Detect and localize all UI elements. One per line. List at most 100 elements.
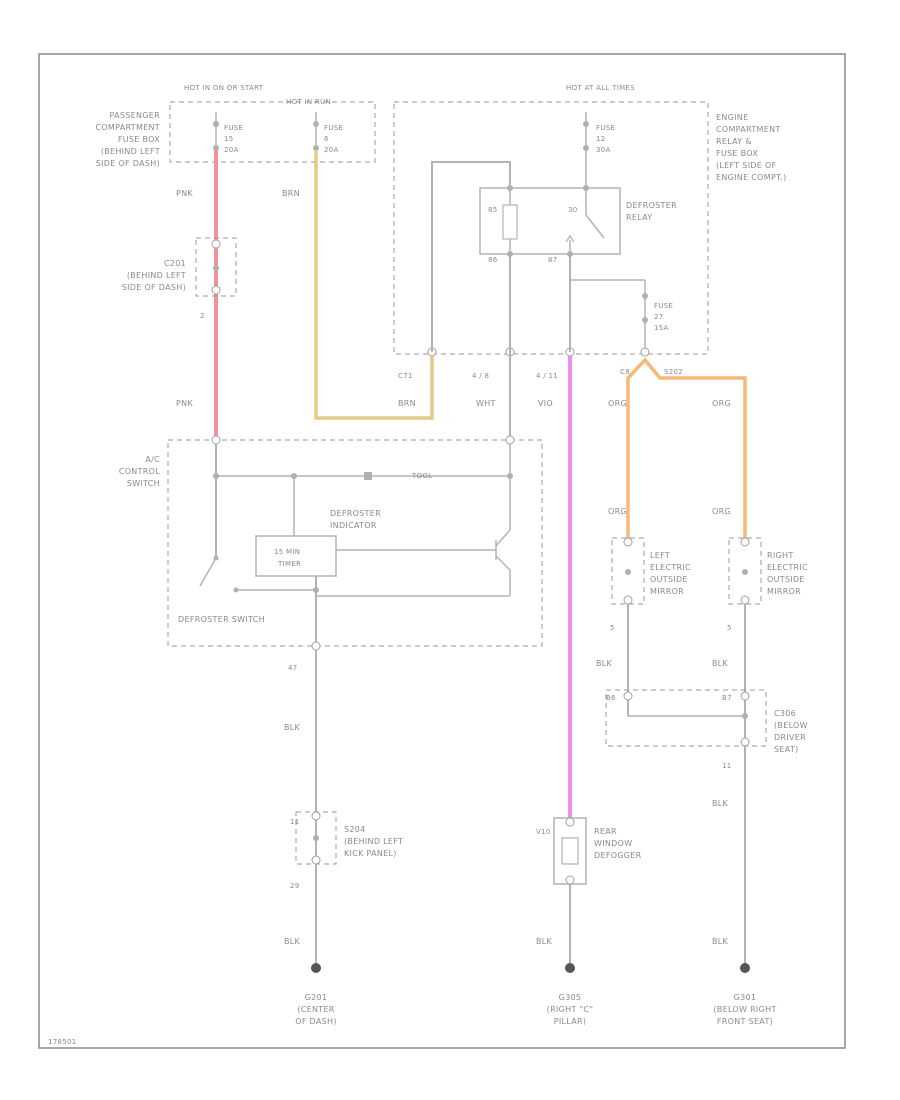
engine-fuse-box: HOT AT ALL TIMES ENGINE COMPARTMENT RELA…: [393, 84, 787, 357]
wire-label-blk-3: BLK: [536, 937, 553, 946]
passenger-fuse-box: HOT IN ON OR START HOT IN RUN PASSENGER …: [95, 84, 376, 168]
wire-label-blk-6: BLK: [712, 799, 729, 808]
footer-code: 178501: [48, 1038, 77, 1046]
wire-label-blk-1: BLK: [284, 723, 301, 732]
wire-label-org-2: ORG: [712, 399, 731, 408]
ground-g305-icon: [565, 963, 575, 973]
wire-label-blk-2: BLK: [284, 937, 301, 946]
defroster-relay-label-1: DEFROSTER: [626, 201, 677, 210]
ac-control-switch: A/C CONTROL SWITCH TOOL 15 MIN TIMER DEF…: [119, 435, 543, 651]
engine-box-line-3: RELAY &: [716, 137, 752, 146]
mirror-left-line-4: MIRROR: [650, 587, 684, 596]
c306-line-1: C306: [774, 709, 796, 718]
splice-c8: C8: [620, 368, 630, 376]
relay-pin-87: 87: [548, 256, 558, 264]
fuse-c-label-2: 12: [596, 135, 606, 143]
ground-g305-line-1: G305: [559, 993, 582, 1002]
defroster-switch-label: DEFROSTER SWITCH: [178, 615, 265, 624]
connector-s204: 11 S204 (BEHIND LEFT KICK PANEL) 29: [290, 811, 403, 890]
defroster-relay-box: [479, 187, 621, 255]
wire-label-wht: WHT: [476, 399, 496, 408]
mirror-right-line-2: ELECTRIC: [767, 563, 808, 572]
wire-label-pnk-top: PNK: [176, 189, 193, 198]
hot-run-label: HOT IN RUN: [286, 98, 331, 106]
mirror-right-line-3: OUTSIDE: [767, 575, 805, 584]
fuse-d-label-2: 27: [654, 313, 664, 321]
ground-g301-icon: [740, 963, 750, 973]
fuse-c-label-3: 30A: [596, 146, 611, 154]
mirror-right-line-4: MIRROR: [767, 587, 801, 596]
defroster-relay-label-2: RELAY: [626, 213, 653, 222]
wire-label-blk-5: BLK: [712, 659, 729, 668]
hot-run-crank-label: HOT IN ON OR START: [184, 84, 264, 92]
engine-box-line-1: ENGINE: [716, 113, 748, 122]
engine-box-line-2: COMPARTMENT: [716, 125, 781, 134]
wire-label-vio: VIO: [538, 399, 553, 408]
fuse-b-label-3: 20A: [324, 146, 339, 154]
ground-g301-line-3: FRONT SEAT): [717, 1017, 773, 1026]
ground-g301-line-2: (BELOW RIGHT: [713, 1005, 776, 1014]
rear-window-defogger: V10 REAR WINDOW DEFOGGER: [536, 817, 642, 885]
ground-g301-line-1: G301: [734, 993, 757, 1002]
wire-label-brn-top: BRN: [282, 189, 300, 198]
timer-line-1: 15 MIN: [274, 548, 300, 556]
wire-label-org-4: ORG: [712, 507, 731, 516]
c201-line-2: (BEHIND LEFT: [127, 271, 186, 280]
relay-pin-85: 85: [488, 206, 498, 214]
wire-label-org-3: ORG: [608, 507, 627, 516]
mirror-left-pin: 5: [610, 624, 615, 632]
wire-label-brn-bottom: BRN: [398, 399, 416, 408]
s204-pin-11: 11: [290, 818, 300, 826]
tool-label: TOOL: [411, 472, 432, 480]
passenger-box-line-4: (BEHIND LEFT: [101, 147, 160, 156]
c306-pin-11: 11: [722, 762, 732, 770]
ground-g305-line-3: PILLAR): [554, 1017, 587, 1026]
mirror-left-line-1: LEFT: [650, 551, 670, 560]
ground-g201-line-2: (CENTER: [297, 1005, 334, 1014]
left-electric-outside-mirror: LEFT ELECTRIC OUTSIDE MIRROR 5: [610, 537, 691, 632]
mirror-left-line-3: OUTSIDE: [650, 575, 688, 584]
pin-4-8: 4 / 8: [472, 372, 489, 380]
connector-c306: B6 B7 11 C306 (BELOW DRIVER SEAT): [605, 689, 808, 770]
engine-box-line-5: (LEFT SIDE OF: [716, 161, 777, 170]
timer-box: [255, 535, 337, 577]
ground-g305-line-2: (RIGHT "C": [547, 1005, 594, 1014]
passenger-box-line-1: PASSENGER: [110, 111, 161, 120]
relay-coil-feed-wire: [431, 161, 511, 352]
engine-box-line-6: ENGINE COMPT.): [716, 173, 787, 182]
fuse-b-label-1: FUSE: [324, 124, 343, 132]
c201-pin: 2: [200, 312, 205, 320]
defroster-indicator-line-2: INDICATOR: [330, 521, 377, 530]
fuse-a-label-2: 15: [224, 135, 234, 143]
brn-wire: [314, 150, 434, 420]
rear-defrost-line-2: WINDOW: [594, 839, 632, 848]
ground-g201-line-1: G201: [305, 993, 328, 1002]
fuse-c-label-1: FUSE: [596, 124, 615, 132]
fuse-d-label-3: 15A: [654, 324, 669, 332]
wire-label-blk-7: BLK: [712, 937, 729, 946]
c306-line-2: (BELOW: [774, 721, 808, 730]
s204-line-2: (BEHIND LEFT: [344, 837, 403, 846]
c201-line-3: SIDE OF DASH): [122, 283, 186, 292]
ac-control-line-1: A/C: [145, 455, 160, 464]
wire-label-blk-4: BLK: [596, 659, 613, 668]
passenger-box-line-2: COMPARTMENT: [95, 123, 160, 132]
ground-g201-line-3: OF DASH): [295, 1017, 337, 1026]
fuse-b-label-2: 6: [324, 135, 329, 143]
engine-box-line-4: FUSE BOX: [716, 149, 758, 158]
mirror-left-line-2: ELECTRIC: [650, 563, 691, 572]
ac-control-line-3: SWITCH: [127, 479, 160, 488]
pin-c71: C71: [398, 372, 413, 380]
s204-line-3: KICK PANEL): [344, 849, 397, 858]
c306-line-4: SEAT): [774, 745, 799, 754]
right-electric-outside-mirror: RIGHT ELECTRIC OUTSIDE MIRROR 5: [727, 537, 808, 632]
pin-4-11: 4 / 11: [536, 372, 558, 380]
rear-defrost-line-3: DEFOGGER: [594, 851, 642, 860]
c201-line-1: C201: [164, 259, 186, 268]
mirror-right-line-1: RIGHT: [767, 551, 794, 560]
pin-47: 47: [288, 664, 298, 672]
relay-pin-30: 30: [568, 206, 578, 214]
rear-defrost-pin: V10: [536, 828, 551, 836]
passenger-box-line-3: FUSE BOX: [118, 135, 160, 144]
